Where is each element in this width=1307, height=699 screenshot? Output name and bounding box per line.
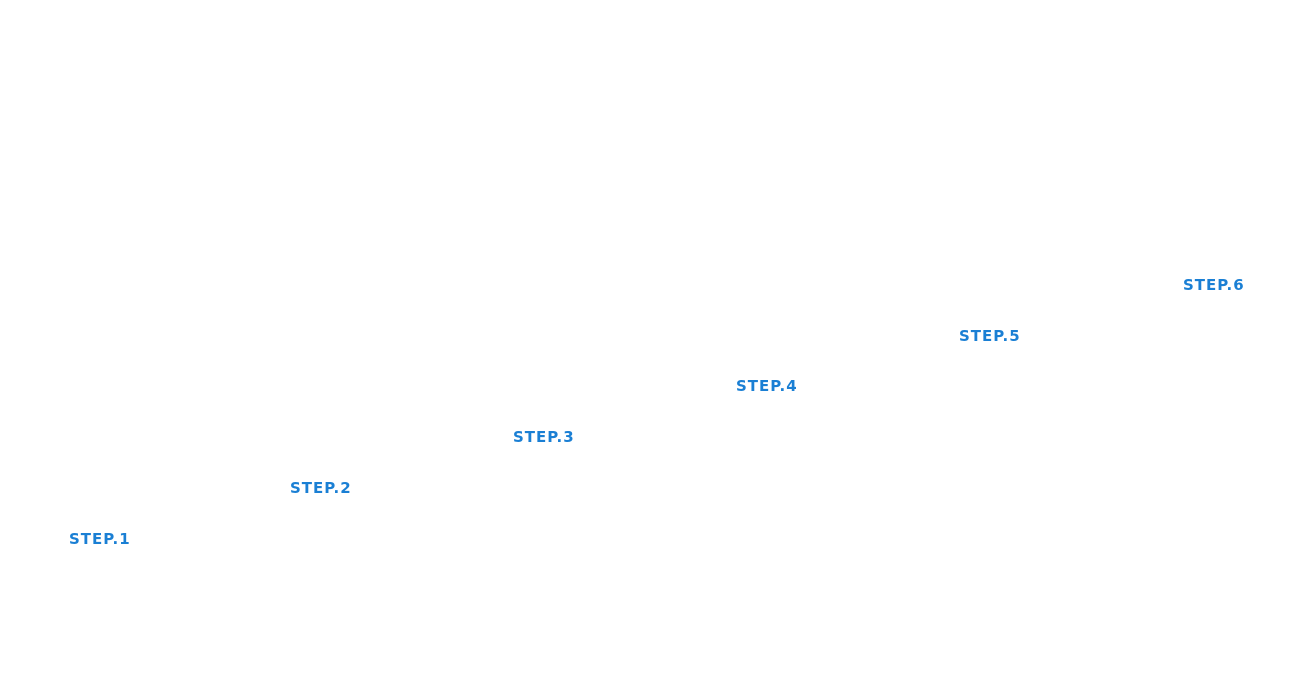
step-5-label: STEP.5 [959,327,1021,345]
step-2-label: STEP.2 [290,479,352,497]
step-3-label: STEP.3 [513,428,575,446]
step-4-label: STEP.4 [736,377,798,395]
step-6-label: STEP.6 [1183,276,1245,294]
step-1-label: STEP.1 [69,530,131,548]
